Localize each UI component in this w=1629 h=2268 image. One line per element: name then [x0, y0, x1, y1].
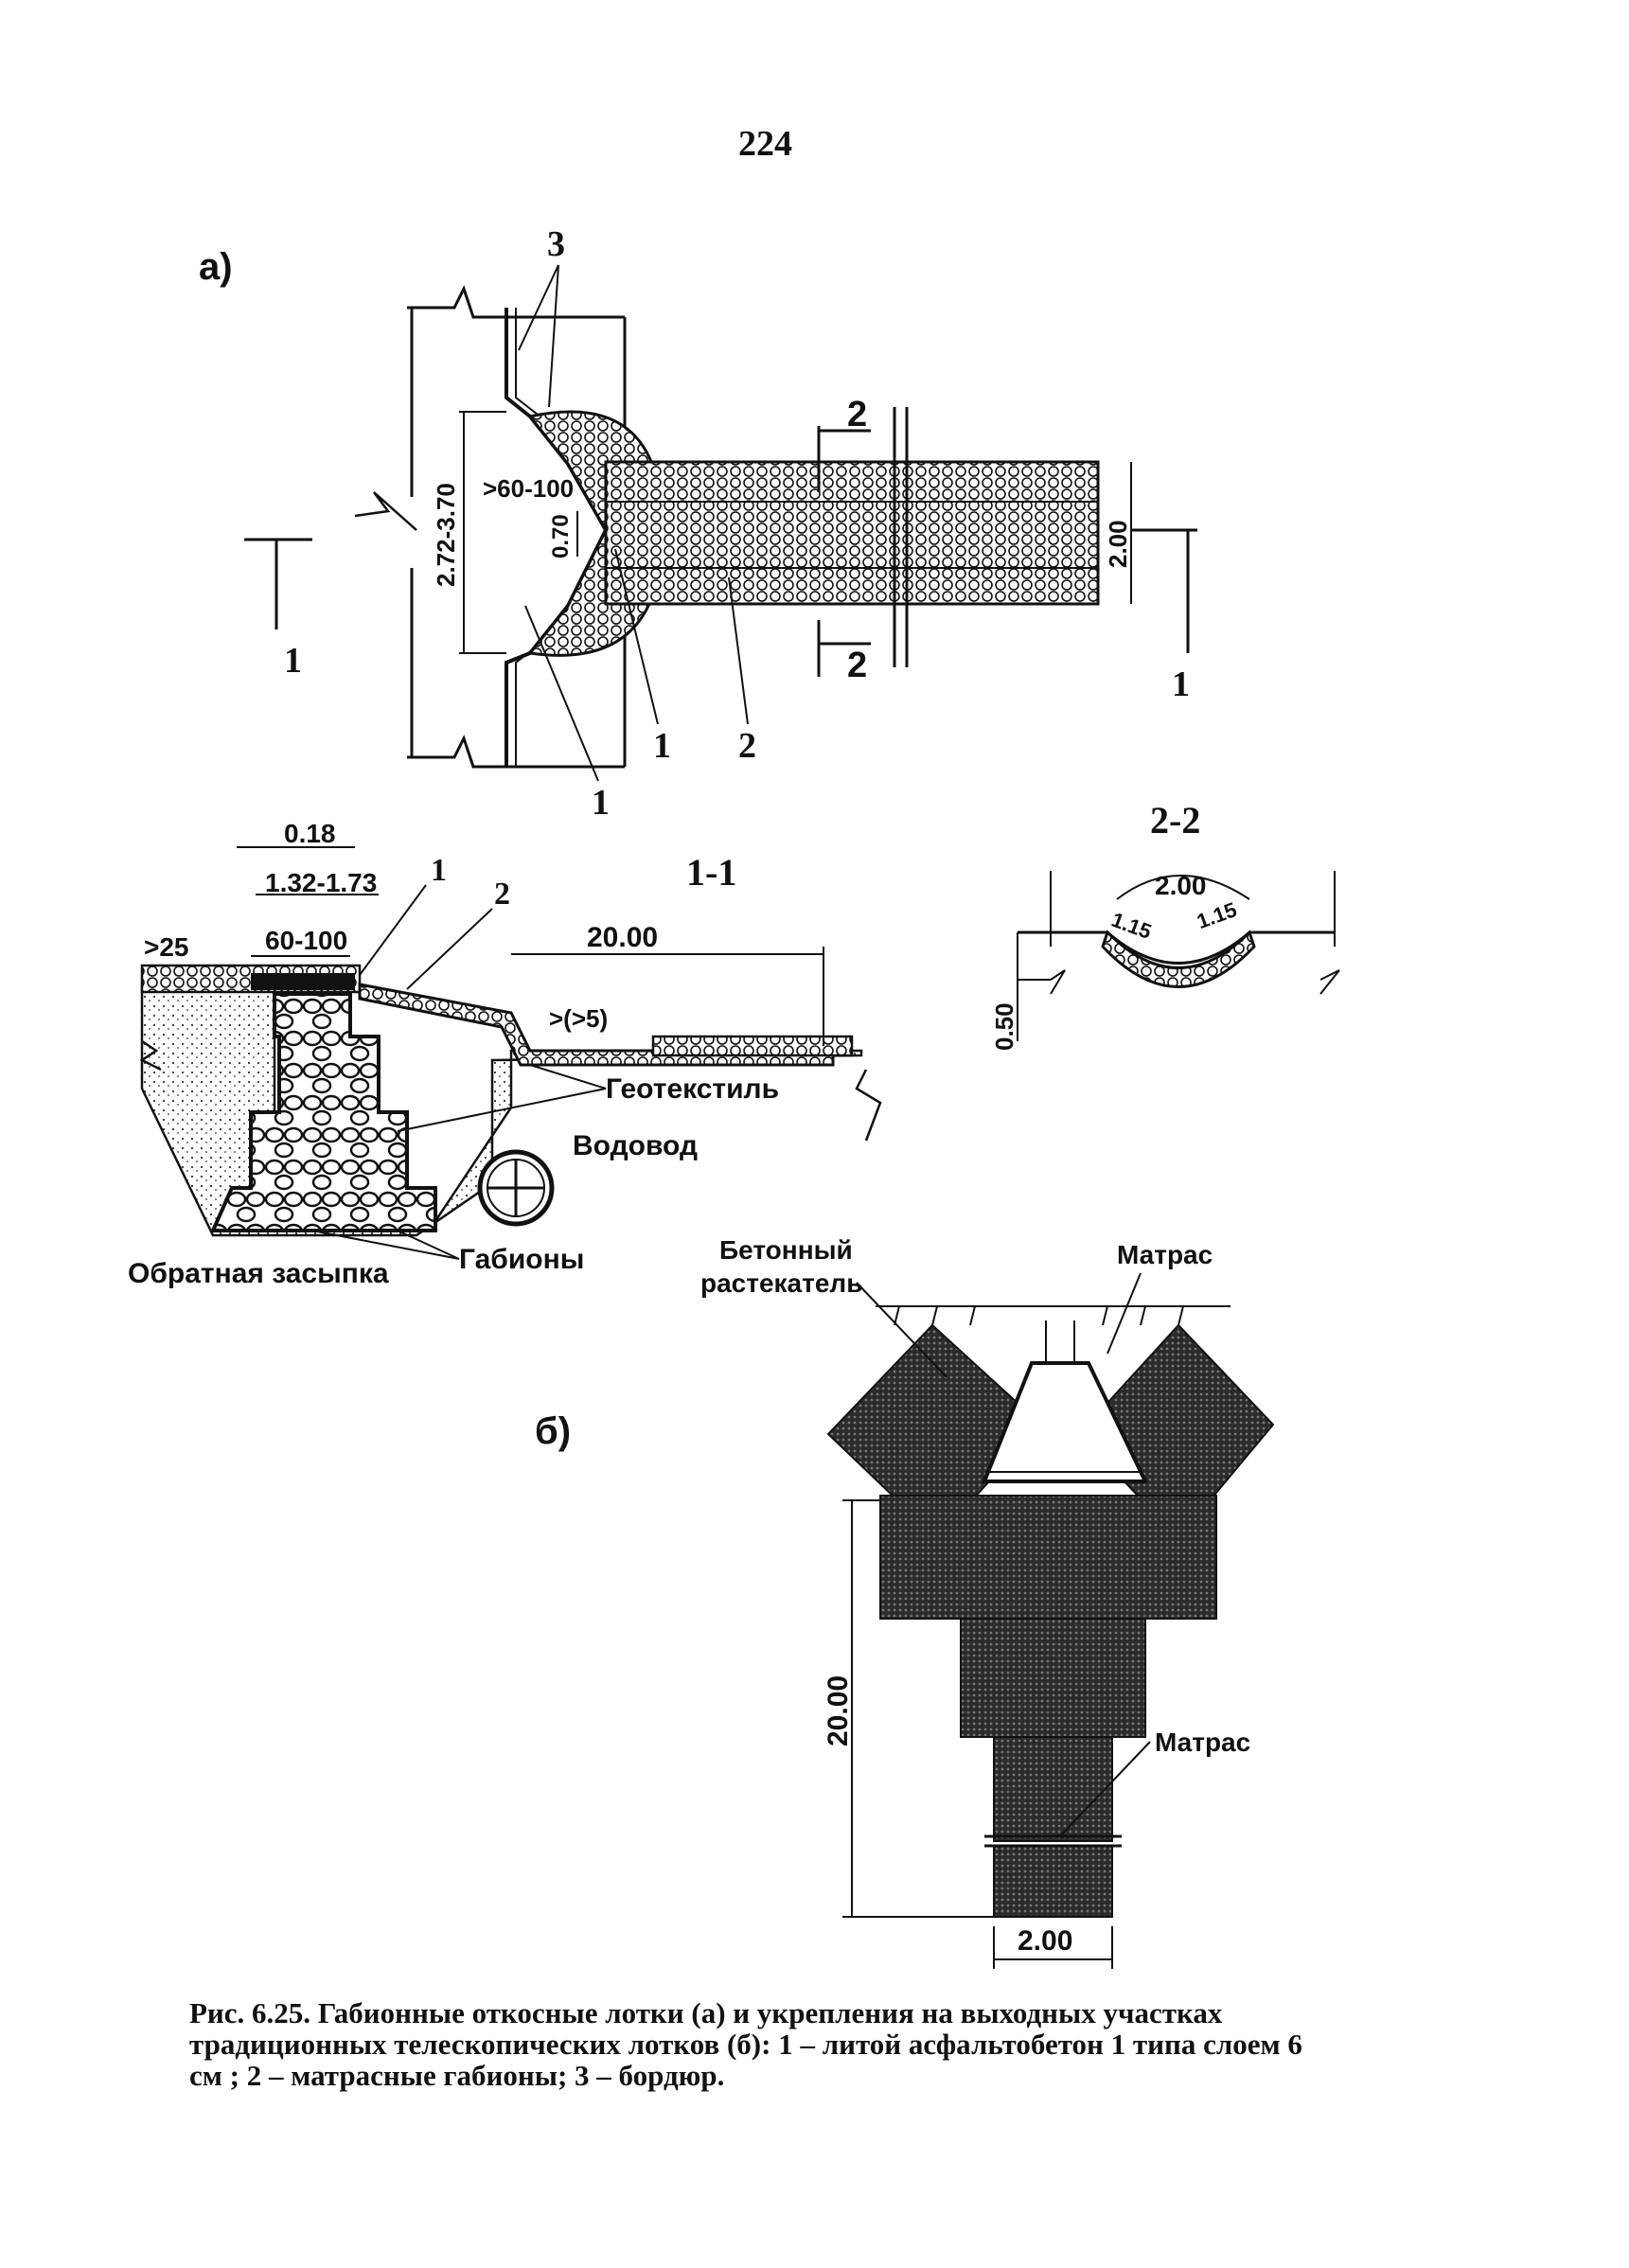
- label-spreader-l1: Бетонный: [719, 1235, 853, 1265]
- dim-0-18: 0.18: [284, 819, 336, 848]
- panel-a: а) 2 2 1 1: [199, 224, 1197, 823]
- section-mark-2-bottom: 2: [847, 646, 867, 685]
- section-mark-1-left: 1: [284, 641, 302, 681]
- panel-b-label: б): [535, 1410, 571, 1452]
- label-spreader-l2: растекатель: [700, 1268, 862, 1298]
- label-backfill: Обратная засыпка: [128, 1258, 389, 1289]
- dim-tray-width: 2.00: [1104, 520, 1132, 568]
- label-gabions: Габионы: [459, 1244, 584, 1275]
- callout-1-a: 1: [653, 726, 671, 766]
- section-1-1-title: 1-1: [686, 851, 736, 894]
- callout-1-b: 1: [592, 783, 610, 823]
- callout-2: 2: [738, 726, 756, 766]
- dim-length: 20.00: [823, 1675, 854, 1746]
- dim-1-32-1-73: 1.32-1.73: [265, 868, 377, 897]
- figure-caption: Рис. 6.25. Габионные откосные лотки (а) …: [189, 1996, 1302, 2092]
- label-water-pipe: Водовод: [573, 1130, 698, 1161]
- dim-width: 2.00: [1018, 1925, 1072, 1957]
- panel-a-label: а): [199, 246, 233, 288]
- callout-1: 1: [431, 853, 447, 888]
- dim-slope: >(>5): [549, 1004, 608, 1033]
- section-mark-1-right: 1: [1172, 664, 1190, 704]
- panel-b: б) 20.00 2.00 Бетонный растекатель Матра: [535, 1235, 1275, 1969]
- section-mark-2-top: 2: [847, 395, 867, 434]
- label-geotextile: Геотекстиль: [606, 1073, 779, 1105]
- dim-outer-height: 2.72-3.70: [432, 483, 460, 587]
- dim-2-2-width: 2.00: [1155, 871, 1207, 900]
- dim-2-2-depth: 0.50: [990, 1002, 1018, 1051]
- dim-60-100: 60-100: [265, 926, 347, 955]
- callout-2: 2: [494, 877, 510, 912]
- label-mattress-top: Матрас: [1117, 1240, 1213, 1269]
- section-1-1: 1-1 0.18 1.32-1.73 60-100 >25 20.00 >(>5…: [128, 819, 882, 1289]
- section-2-2-title: 2-2: [1150, 799, 1200, 842]
- dim-center-height: 0.70: [548, 514, 574, 558]
- section-2-2: 2-2 2.00 1.15 1.15 0.50: [990, 799, 1340, 1051]
- page-number: 224: [738, 124, 792, 164]
- dim-2-2-right: 1.15: [1194, 897, 1240, 933]
- dim-width-range: >60-100: [483, 474, 574, 503]
- label-mattress-side: Матрас: [1155, 1728, 1250, 1757]
- callout-3: 3: [547, 224, 565, 264]
- dim-gt-25: >25: [144, 932, 189, 962]
- dim-20-00: 20.00: [587, 922, 658, 953]
